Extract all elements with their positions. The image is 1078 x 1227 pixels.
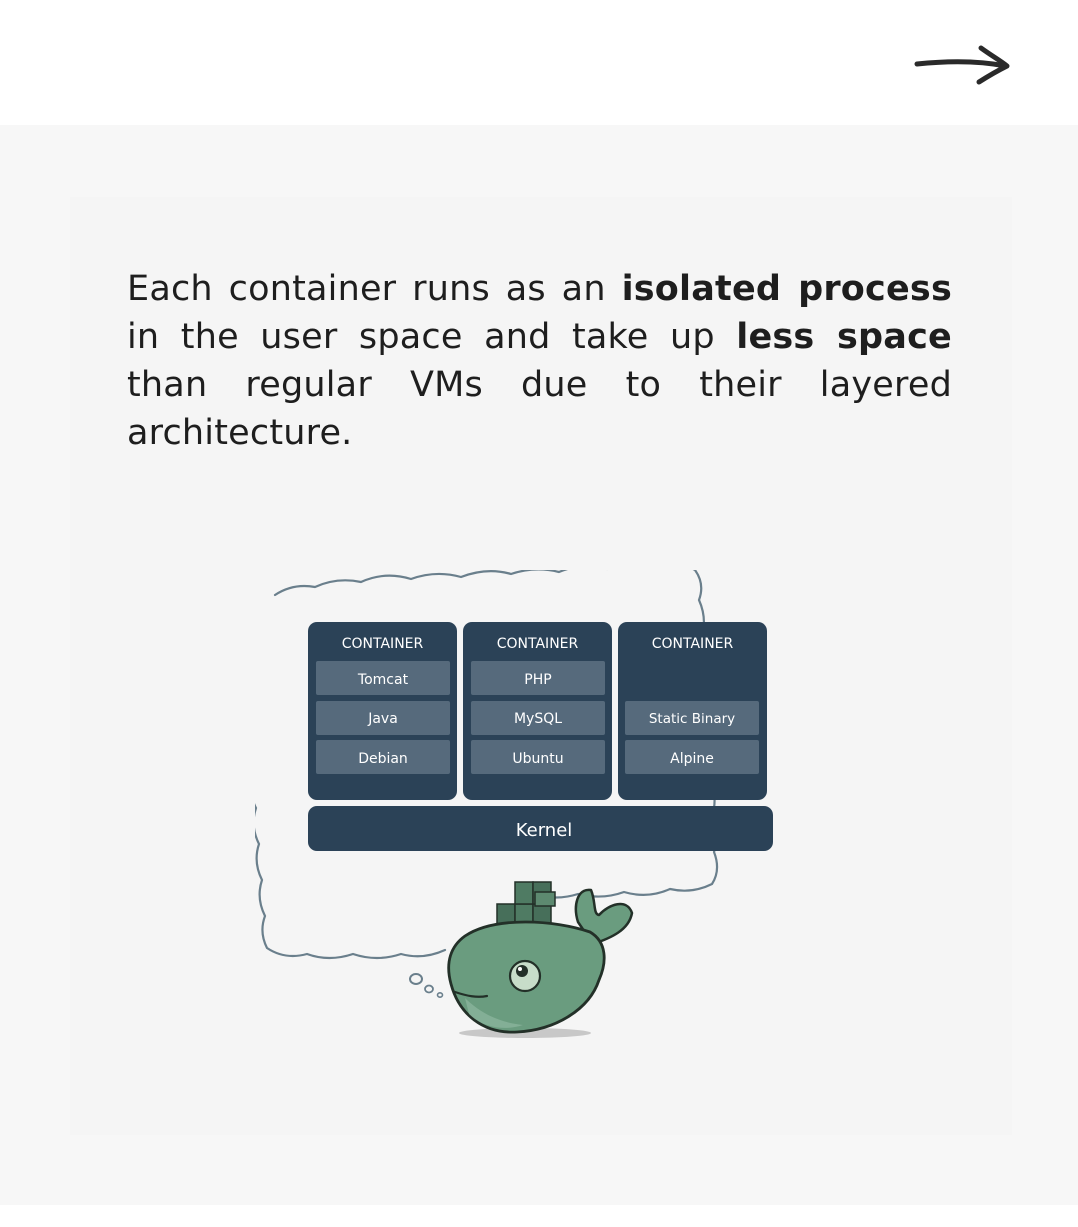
layer-java: Java: [367, 711, 398, 727]
next-arrow-icon[interactable]: [910, 40, 1014, 90]
container-1: CONTAINER Tomcat Java Debian: [308, 622, 457, 800]
container-1-header: CONTAINER: [342, 636, 424, 652]
container-architecture-diagram: CONTAINER Tomcat Java Debian CONTAINER P…: [255, 570, 830, 1050]
layer-debian: Debian: [358, 751, 408, 767]
layer-mysql: MySQL: [514, 711, 562, 727]
kernel-bar: Kernel: [308, 806, 773, 851]
top-bar: [0, 0, 1078, 125]
container-2-header: CONTAINER: [497, 636, 579, 652]
container-2: CONTAINER PHP MySQL Ubuntu: [463, 622, 612, 800]
kernel-label: Kernel: [516, 820, 573, 841]
layer-php: PHP: [524, 672, 551, 688]
layer-alpine: Alpine: [670, 751, 714, 767]
container-3: CONTAINER Static Binary Alpine: [618, 622, 767, 800]
headline-text: Each container runs as an isolated proce…: [127, 269, 952, 453]
layer-ubuntu: Ubuntu: [512, 751, 563, 767]
highlight-isolated-process: isolated process: [621, 269, 952, 309]
docker-whale-icon: [447, 881, 634, 1038]
highlight-less-space: less space: [736, 317, 952, 357]
layer-static-binary: Static Binary: [649, 711, 735, 727]
container-3-header: CONTAINER: [652, 636, 734, 652]
layer-tomcat: Tomcat: [357, 672, 409, 688]
